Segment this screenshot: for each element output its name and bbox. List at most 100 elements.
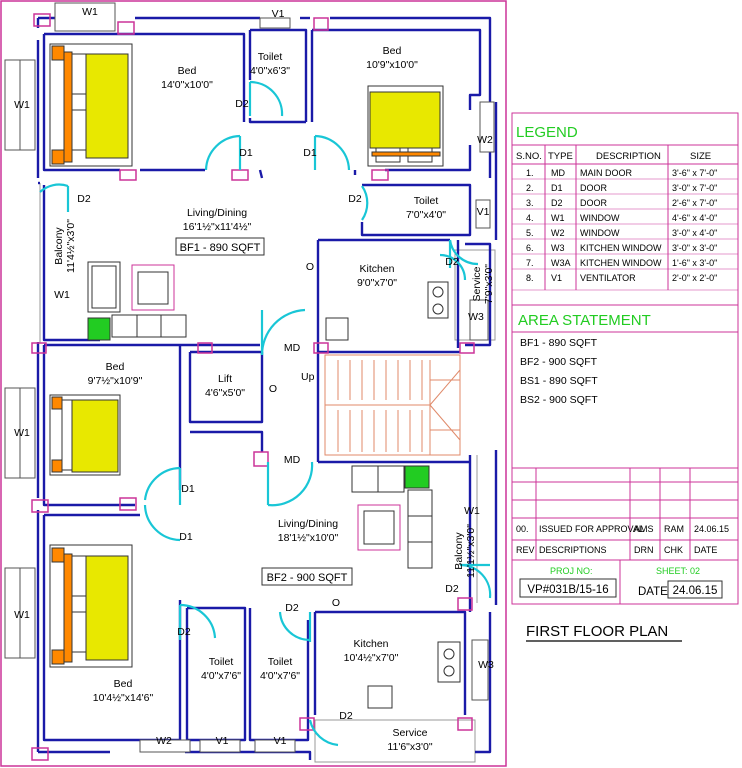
room-name: Balcony bbox=[453, 532, 465, 570]
opening-label: MD bbox=[284, 454, 301, 466]
legend-cell: MD bbox=[551, 168, 565, 178]
legend-title: LEGEND bbox=[516, 124, 578, 141]
opening-label: V1 bbox=[216, 735, 229, 747]
room-size: 10'9"x10'0" bbox=[366, 59, 418, 71]
title-block bbox=[511, 112, 739, 605]
opening-label: D1 bbox=[303, 147, 317, 159]
opening-label: W1 bbox=[14, 427, 30, 439]
legend-cell: WINDOW bbox=[580, 228, 620, 238]
room-name: Living/Dining bbox=[187, 207, 247, 219]
opening-label: W1 bbox=[14, 609, 30, 621]
date-label: DATE: bbox=[638, 586, 671, 598]
room-labels: Bed14'0"x10'0"Toilet4'0"x6'3"Bed10'9"x10… bbox=[53, 45, 495, 753]
legend-cell: 3'-0" x 3'-0" bbox=[672, 243, 717, 253]
room-size: 4'0"x7'6" bbox=[260, 670, 300, 682]
opening-label: D1 bbox=[239, 147, 253, 159]
legend-cell: WINDOW bbox=[580, 213, 620, 223]
room-name: Balcony bbox=[53, 227, 65, 265]
room-name: Service bbox=[471, 266, 483, 301]
legend-cell: 2'-6" x 7'-0" bbox=[672, 198, 717, 208]
opening-label: W1 bbox=[54, 289, 70, 301]
legend-row-lines bbox=[512, 178, 738, 291]
opening-label: D2 bbox=[77, 193, 91, 205]
legend-cell: KITCHEN WINDOW bbox=[580, 258, 662, 268]
room-size: 9'0"x7'0" bbox=[357, 277, 397, 289]
opening-label: D2 bbox=[177, 626, 191, 638]
opening-label: V1 bbox=[477, 206, 490, 218]
opening-label: D2 bbox=[285, 602, 299, 614]
bf2-area-box bbox=[261, 567, 353, 586]
legend-cell: 1. bbox=[526, 168, 534, 178]
date-box bbox=[667, 580, 723, 599]
opening-label: O bbox=[306, 261, 314, 273]
legend-header: SIZE bbox=[690, 151, 711, 162]
bed-top-right bbox=[367, 85, 444, 167]
room-size: 4'0"x6'3" bbox=[250, 65, 290, 77]
opening-label: O bbox=[332, 597, 340, 609]
legend-cell: D1 bbox=[551, 183, 563, 193]
area-row: BS1 - 890 SQFT bbox=[520, 375, 598, 387]
legend-cell: W3A bbox=[551, 258, 571, 268]
proj-no-box bbox=[519, 578, 617, 598]
opening-label: W1 bbox=[14, 99, 30, 111]
bf1-area-label: BF1 - 890 SQFT bbox=[180, 242, 261, 254]
legend-header: S.NO. bbox=[516, 151, 542, 162]
legend-cell: 5. bbox=[526, 228, 534, 238]
plan-title: FIRST FLOOR PLAN bbox=[526, 623, 668, 640]
revision-cell: 24.06.15 bbox=[694, 524, 729, 534]
door-swings bbox=[39, 80, 492, 747]
legend-cell: VENTILATOR bbox=[580, 273, 636, 283]
area-statement-title: AREA STATEMENT bbox=[518, 312, 651, 329]
date-value: 24.06.15 bbox=[673, 585, 718, 597]
opening-label: D2 bbox=[445, 583, 459, 595]
room-name: Bed bbox=[383, 45, 402, 57]
opening-label: V1 bbox=[274, 735, 287, 747]
column-markers bbox=[31, 13, 475, 761]
proj-no-value: VP#031B/15-16 bbox=[527, 584, 608, 596]
room-name: Kitchen bbox=[353, 638, 388, 650]
legend-cell: KITCHEN WINDOW bbox=[580, 243, 662, 253]
opening-label: V1 bbox=[272, 8, 285, 20]
legend-header: TYPE bbox=[548, 151, 573, 162]
opening-label: W2 bbox=[156, 735, 172, 747]
legend-cell: 8. bbox=[526, 273, 534, 283]
opening-label: W1 bbox=[464, 505, 480, 517]
legend-cell: V1 bbox=[551, 273, 562, 283]
proj-no-label: PROJ NO: bbox=[550, 566, 593, 576]
room-name: Bed bbox=[106, 361, 125, 373]
legend-cell: D2 bbox=[551, 198, 563, 208]
legend-cell: W3 bbox=[551, 243, 565, 253]
room-size: 7'9"x3'0" bbox=[483, 264, 495, 304]
revision-header: DESCRIPTIONS bbox=[539, 545, 607, 555]
opening-label: O bbox=[269, 383, 277, 395]
legend-cell: DOOR bbox=[580, 183, 608, 193]
legend-cell: 2'-0" x 2'-0" bbox=[672, 273, 717, 283]
stair-up-label: Up bbox=[301, 371, 315, 383]
revision-cell: AMS bbox=[634, 524, 654, 534]
bed-bottom-left bbox=[49, 544, 133, 668]
legend-cell: 7. bbox=[526, 258, 534, 268]
room-name: Kitchen bbox=[359, 263, 394, 275]
opening-label: W3 bbox=[468, 311, 484, 323]
room-name: Toilet bbox=[258, 51, 283, 63]
room-size: 7'0"x4'0" bbox=[406, 209, 446, 221]
room-name: Lift bbox=[218, 373, 232, 385]
revision-header: DATE bbox=[694, 545, 717, 555]
opening-label: D2 bbox=[339, 710, 353, 722]
opening-label: W2 bbox=[477, 134, 493, 146]
legend-cell: 4'-6" x 4'-0" bbox=[672, 213, 717, 223]
legend-cell: 3'-0" x 4'-0" bbox=[672, 228, 717, 238]
room-size: 4'6"x5'0" bbox=[205, 387, 245, 399]
legend-cell: 2. bbox=[526, 183, 534, 193]
revision-cell: 00. bbox=[516, 524, 529, 534]
room-size: 11'4½"x3'0" bbox=[65, 219, 77, 273]
room-size: 9'7½"x10'9" bbox=[88, 375, 143, 387]
room-size: 11'1½"x3'0" bbox=[465, 524, 477, 578]
opening-label: D2 bbox=[235, 98, 249, 110]
area-row: BS2 - 900 SQFT bbox=[520, 394, 598, 406]
room-name: Toilet bbox=[209, 656, 234, 668]
furniture bbox=[87, 261, 461, 709]
